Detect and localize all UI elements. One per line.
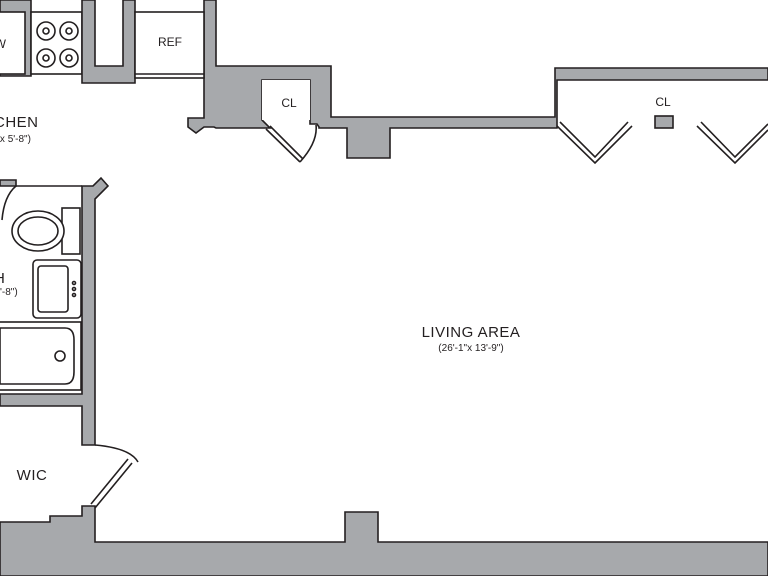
refrigerator-label: REF bbox=[158, 35, 182, 49]
closet-left-door bbox=[265, 124, 317, 163]
kitchen-upper-wall bbox=[187, 0, 768, 159]
bath-dimensions: '-8") bbox=[0, 287, 18, 298]
kitchen-label: CHEN bbox=[0, 114, 39, 131]
bathroom-top-wall bbox=[0, 179, 17, 187]
closet-right-bifold-door-2 bbox=[696, 121, 768, 165]
wic-door bbox=[90, 444, 139, 509]
living-area-label: LIVING AREA bbox=[422, 324, 521, 341]
toilet bbox=[11, 207, 81, 255]
bottom-exterior-wall bbox=[0, 505, 768, 576]
living-area-dimensions: (26'-1"x 13'-9") bbox=[438, 343, 503, 354]
closet-right-bifold-door-1 bbox=[556, 121, 633, 165]
appliance-cabinet bbox=[0, 11, 26, 75]
stove-burners bbox=[36, 21, 79, 68]
bathroom-right-wall bbox=[0, 176, 110, 446]
bathroom-door-swing bbox=[1, 185, 17, 221]
kitchen-dimensions: 'x 5'-8") bbox=[0, 134, 31, 145]
appliance-label: W bbox=[0, 37, 7, 51]
closet-right-column bbox=[654, 115, 674, 129]
wic-label: WIC bbox=[17, 467, 48, 484]
bathroom-sink bbox=[32, 259, 82, 319]
bath-label: H bbox=[0, 270, 5, 287]
closet-left-interior bbox=[262, 80, 310, 120]
closet-left-label: CL bbox=[281, 96, 297, 110]
closet-right-label: CL bbox=[655, 95, 671, 109]
kitchen-partition-wall bbox=[81, 0, 136, 84]
bathtub bbox=[0, 321, 82, 391]
refrigerator bbox=[134, 11, 205, 79]
